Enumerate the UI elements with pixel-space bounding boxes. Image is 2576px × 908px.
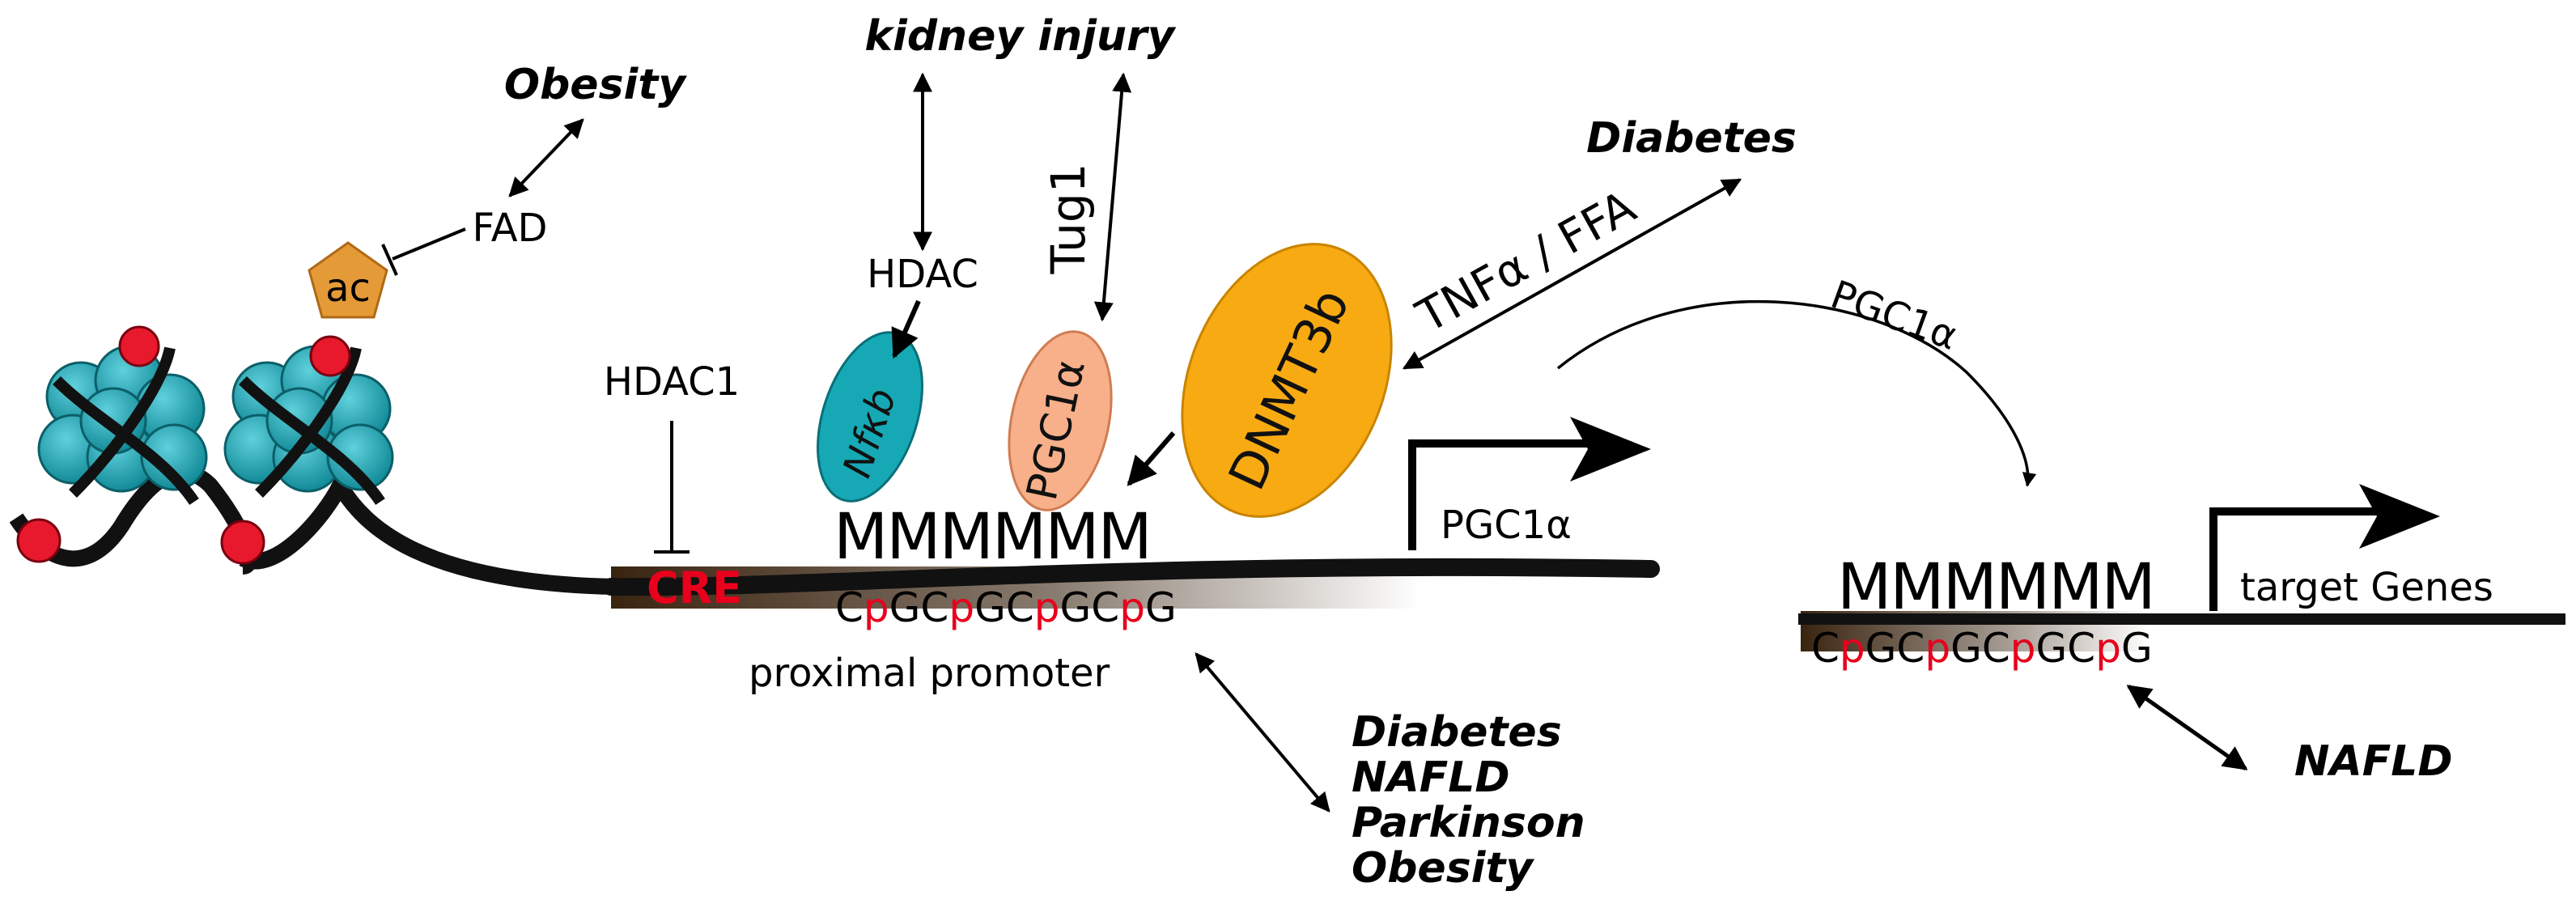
nucleosome-1 [37, 345, 208, 505]
pgc1a-arc-arrow [1556, 299, 2037, 487]
acetyl-group [308, 241, 388, 319]
promoter-disease-arrow [1195, 652, 1330, 813]
kidney-tug1-arrow [1093, 72, 1132, 322]
target-nafld-arrow [2126, 684, 2248, 771]
tss-arrow-right [2209, 507, 2404, 611]
cpg-sequence-left: CpGCpGCpGCpG [835, 584, 1177, 631]
fad-inhibit-bar [381, 244, 398, 276]
histone-tail-dot [16, 518, 62, 563]
tug1-label: Tug1 [1041, 163, 1096, 274]
nucleosome-2 [223, 345, 394, 505]
diabetes-tnfa-arrow [1402, 178, 1742, 370]
disease-list-diabetes: Diabetes [1352, 708, 1562, 757]
tnfa-ffa-label: TNFα / FFA [1407, 180, 1644, 343]
tss-arrow-head-left [1570, 417, 1651, 482]
cpg-sequence-right: CpGCpGCpGCpG [1811, 625, 2153, 672]
hdac-label: HDAC [867, 252, 978, 297]
nfkb-protein: Nfκb [817, 331, 923, 503]
hdac1-label: HDAC1 [604, 359, 740, 405]
chromatin: ac [9, 241, 616, 595]
histone-tail-dot [118, 325, 160, 367]
tss-arrow-head-right [2359, 484, 2440, 549]
pgc1a-protein: PGC1α [1008, 330, 1113, 511]
pgc1a-gene-label: PGC1α [1441, 503, 1572, 548]
nafld-right-label: NAFLD [2294, 737, 2453, 786]
fad-label: FAD [473, 206, 548, 251]
proximal-promoter-label: proximal promoter [749, 651, 1110, 696]
disease-associations: Diabetes NAFLD Parkinson Obesity NAFLD [1195, 652, 2453, 893]
disease-list-nafld: NAFLD [1352, 753, 1510, 802]
disease-list-parkinson: Parkinson [1352, 799, 1585, 847]
cre-label: CRE [647, 562, 742, 613]
dna-linker-right [239, 469, 616, 595]
dna-strand-main [602, 558, 1660, 596]
hdac-nfkb-arrow [891, 299, 921, 359]
histone-tail-dot [309, 335, 351, 377]
tss-arrow-left [1408, 439, 1606, 550]
methylation-marks-left: MMMMMM [834, 501, 1151, 574]
promoter-strand: CRE MMMMMM CpGCpGCpGCpG proximal promote… [602, 417, 1660, 696]
dnmt3b-protein: DNMT3b [1181, 243, 1393, 518]
target-genes-label: target Genes [2240, 565, 2493, 610]
fad-inhibit-line [392, 227, 466, 261]
disease-list-obesity: Obesity [1352, 844, 1534, 893]
target-strand: MMMMMM CpGCpGCpGCpG target Genes [1798, 484, 2565, 672]
diabetes-top-label: Diabetes [1586, 114, 1797, 163]
dnmt-to-methylation-arrow [1127, 431, 1176, 486]
obesity-top-label: Obesity [504, 61, 687, 109]
kidney-injury-label: kidney injury [864, 12, 1176, 61]
acetyl-label: ac [325, 265, 371, 311]
pgc1a-arc-label: PGC1α [1825, 272, 1963, 359]
obesity-fad-arrow [508, 118, 584, 197]
histone-tail-dot [220, 520, 265, 565]
methylation-marks-right: MMMMMM [1837, 551, 2154, 624]
